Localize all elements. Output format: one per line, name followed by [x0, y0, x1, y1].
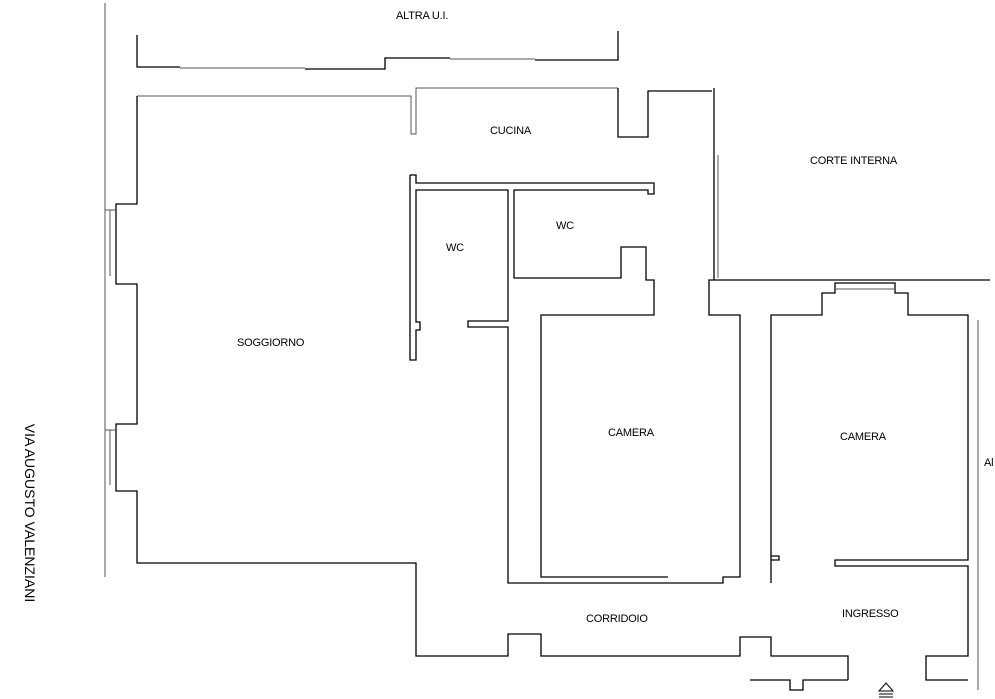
- label-street: VIA AUGUSTO VALENZIANI: [22, 423, 38, 603]
- label-corridoio: CORRIDOIO: [586, 613, 648, 625]
- label-cucina: CUCINA: [490, 125, 531, 137]
- label-altra-ui: ALTRA U.I.: [396, 10, 449, 22]
- label-wc-1: WC: [446, 242, 464, 254]
- label-soggiorno: SOGGIORNO: [237, 337, 305, 349]
- label-camera-1: CAMERA: [608, 427, 654, 439]
- entrance-marker-icon: [877, 682, 895, 698]
- label-edge-cut: Al: [984, 457, 994, 469]
- camera-walls: [750, 282, 979, 691]
- label-wc-2: WC: [556, 220, 574, 232]
- label-camera-2: CAMERA: [840, 431, 886, 443]
- soggiorno-walls: [105, 87, 849, 680]
- wc-walls: [409, 88, 990, 584]
- label-ingresso: INGRESSO: [842, 608, 899, 620]
- label-corte-interna: CORTE INTERNA: [810, 155, 898, 167]
- altra-ui-wall: [136, 31, 619, 70]
